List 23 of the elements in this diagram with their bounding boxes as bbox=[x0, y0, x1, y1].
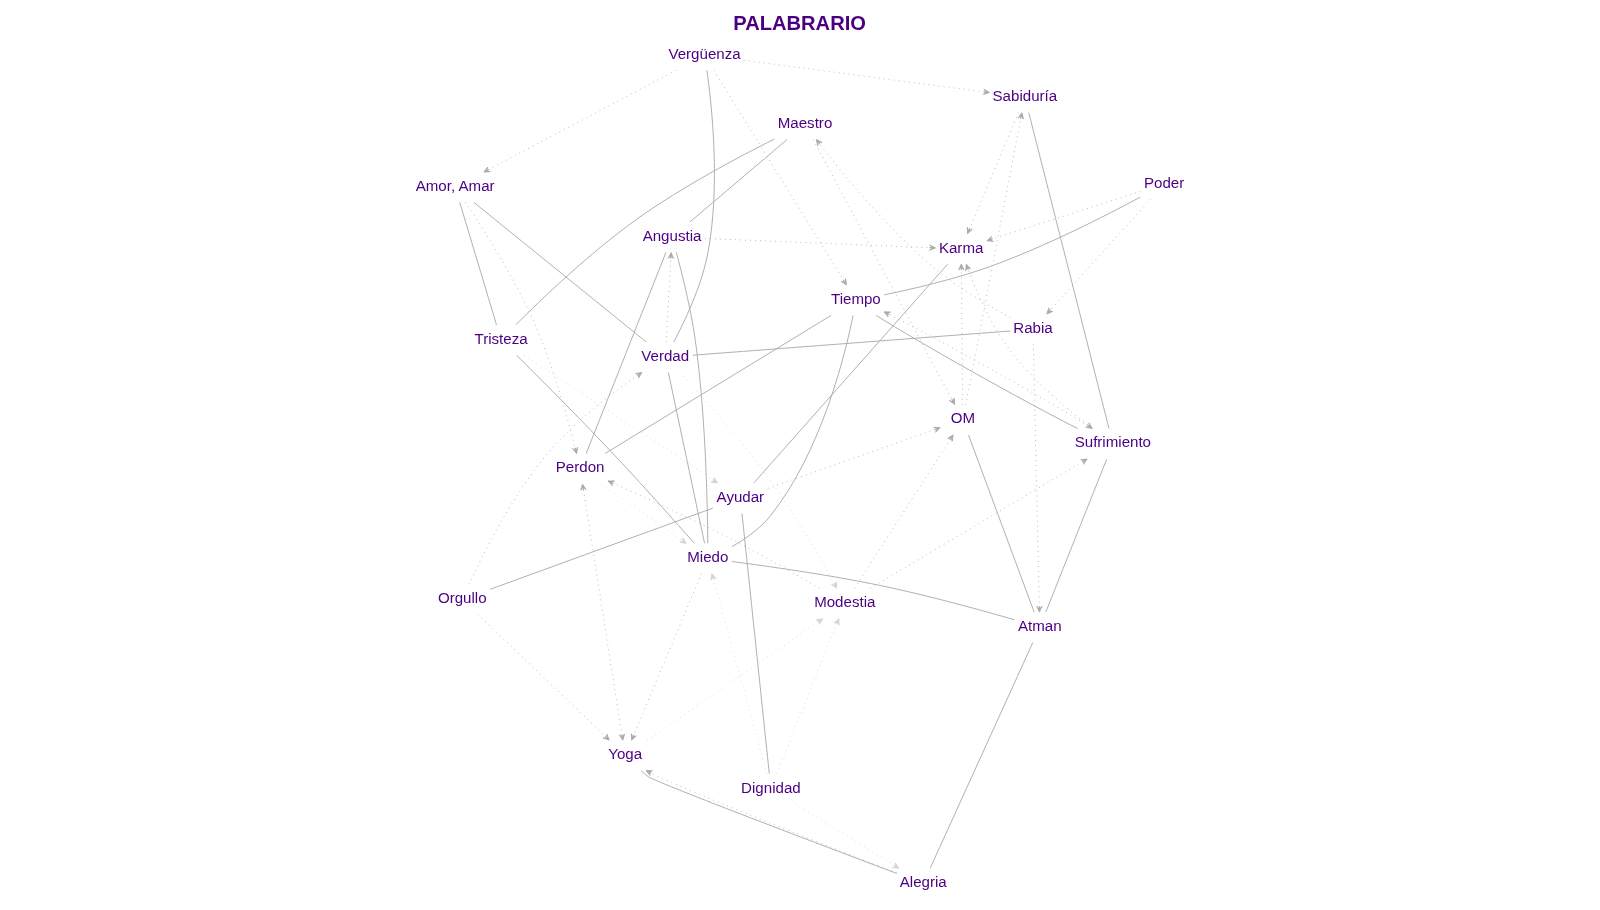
diagram-title: PALABRARIO bbox=[733, 12, 866, 35]
node-text: Dignidad bbox=[741, 778, 801, 796]
node-text: Tristeza bbox=[474, 329, 528, 347]
node-text: Vergüenza bbox=[668, 44, 741, 62]
node-text: Karma bbox=[938, 238, 984, 256]
node-text: Orgullo bbox=[437, 589, 487, 607]
node-text: Atman bbox=[1017, 616, 1062, 634]
node-text: Verdad bbox=[641, 347, 690, 365]
node-text: Sufrimiento bbox=[1074, 433, 1152, 451]
node-text: Ayudar bbox=[716, 487, 765, 505]
node-text: Modestia bbox=[814, 593, 876, 611]
node-text: OM bbox=[950, 409, 976, 427]
node-text: Tiempo bbox=[831, 289, 881, 307]
node-text: Perdon bbox=[555, 458, 605, 476]
node-text: Yoga bbox=[608, 745, 643, 763]
node-text: Amor, Amar bbox=[415, 176, 495, 194]
node-text: Rabia bbox=[1013, 318, 1053, 336]
node-text: Angustia bbox=[642, 226, 702, 244]
node-text: Poder bbox=[1144, 173, 1185, 191]
node-text: Maestro bbox=[777, 114, 833, 132]
node-text: Sabiduría bbox=[992, 86, 1058, 104]
node-text: Miedo bbox=[687, 548, 729, 566]
node-text: Alegria bbox=[899, 873, 947, 891]
